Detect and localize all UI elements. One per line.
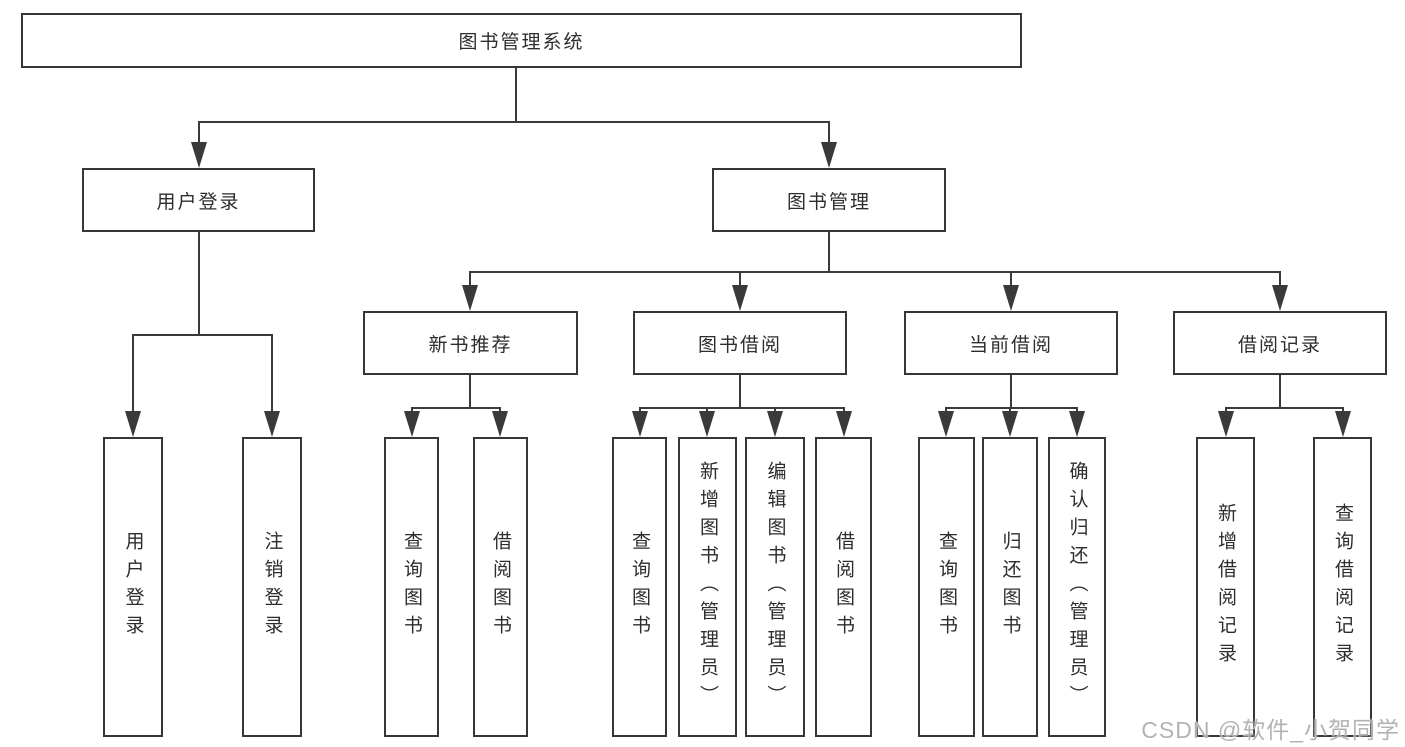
leaf-borrow-query-books: 查询图书	[612, 437, 667, 737]
node-label: 借阅记录	[1237, 334, 1322, 356]
node-root-label: 图书管理系统	[458, 32, 585, 53]
node-label: 当前借阅	[968, 334, 1053, 356]
leaf-label: 借阅图书	[833, 531, 854, 643]
leaf-query-borrow-record: 查询借阅记录	[1313, 437, 1372, 737]
node-label: 新书推荐	[428, 334, 513, 356]
leaf-borrow-books: 借阅图书	[815, 437, 872, 737]
leaf-label: 借阅图书	[490, 531, 511, 643]
leaf-label: 新增图书（管理员）	[697, 461, 718, 713]
leaf-label: 新增借阅记录	[1215, 503, 1236, 671]
leaf-add-books-admin: 新增图书（管理员）	[678, 437, 737, 737]
node-new-book-recommend: 新书推荐	[363, 311, 578, 375]
node-root: 图书管理系统	[21, 13, 1022, 68]
leaf-label: 查询借阅记录	[1332, 503, 1353, 671]
leaf-label: 查询图书	[629, 531, 650, 643]
node-label: 图书管理	[786, 191, 871, 213]
node-label: 图书借阅	[697, 334, 782, 356]
leaf-add-borrow-record: 新增借阅记录	[1196, 437, 1255, 737]
leaf-label: 查询图书	[401, 531, 422, 643]
leaf-label: 用户登录	[122, 531, 144, 643]
leaf-return-books: 归还图书	[982, 437, 1038, 737]
leaf-current-query-books: 查询图书	[918, 437, 975, 737]
leaf-recommend-borrow-books: 借阅图书	[473, 437, 528, 737]
leaf-label: 归还图书	[999, 531, 1021, 643]
leaf-recommend-query-books: 查询图书	[384, 437, 439, 737]
node-book-borrow: 图书借阅	[633, 311, 847, 375]
leaf-label: 查询图书	[936, 531, 957, 643]
leaf-confirm-return-admin: 确认归还（管理员）	[1048, 437, 1106, 737]
node-borrow-records: 借阅记录	[1173, 311, 1387, 375]
leaf-label: 编辑图书（管理员）	[764, 461, 786, 713]
leaf-label: 确认归还（管理员）	[1066, 461, 1088, 713]
node-user-login: 用户登录	[82, 168, 315, 232]
csdn-watermark: CSDN @软件_小贺同学	[1141, 717, 1400, 743]
leaf-logout: 注销登录	[242, 437, 302, 737]
leaf-user-login: 用户登录	[103, 437, 163, 737]
leaf-label: 注销登录	[261, 531, 283, 643]
leaf-edit-books-admin: 编辑图书（管理员）	[745, 437, 805, 737]
node-current-borrow: 当前借阅	[904, 311, 1118, 375]
node-book-management: 图书管理	[712, 168, 946, 232]
node-label: 用户登录	[156, 191, 241, 213]
